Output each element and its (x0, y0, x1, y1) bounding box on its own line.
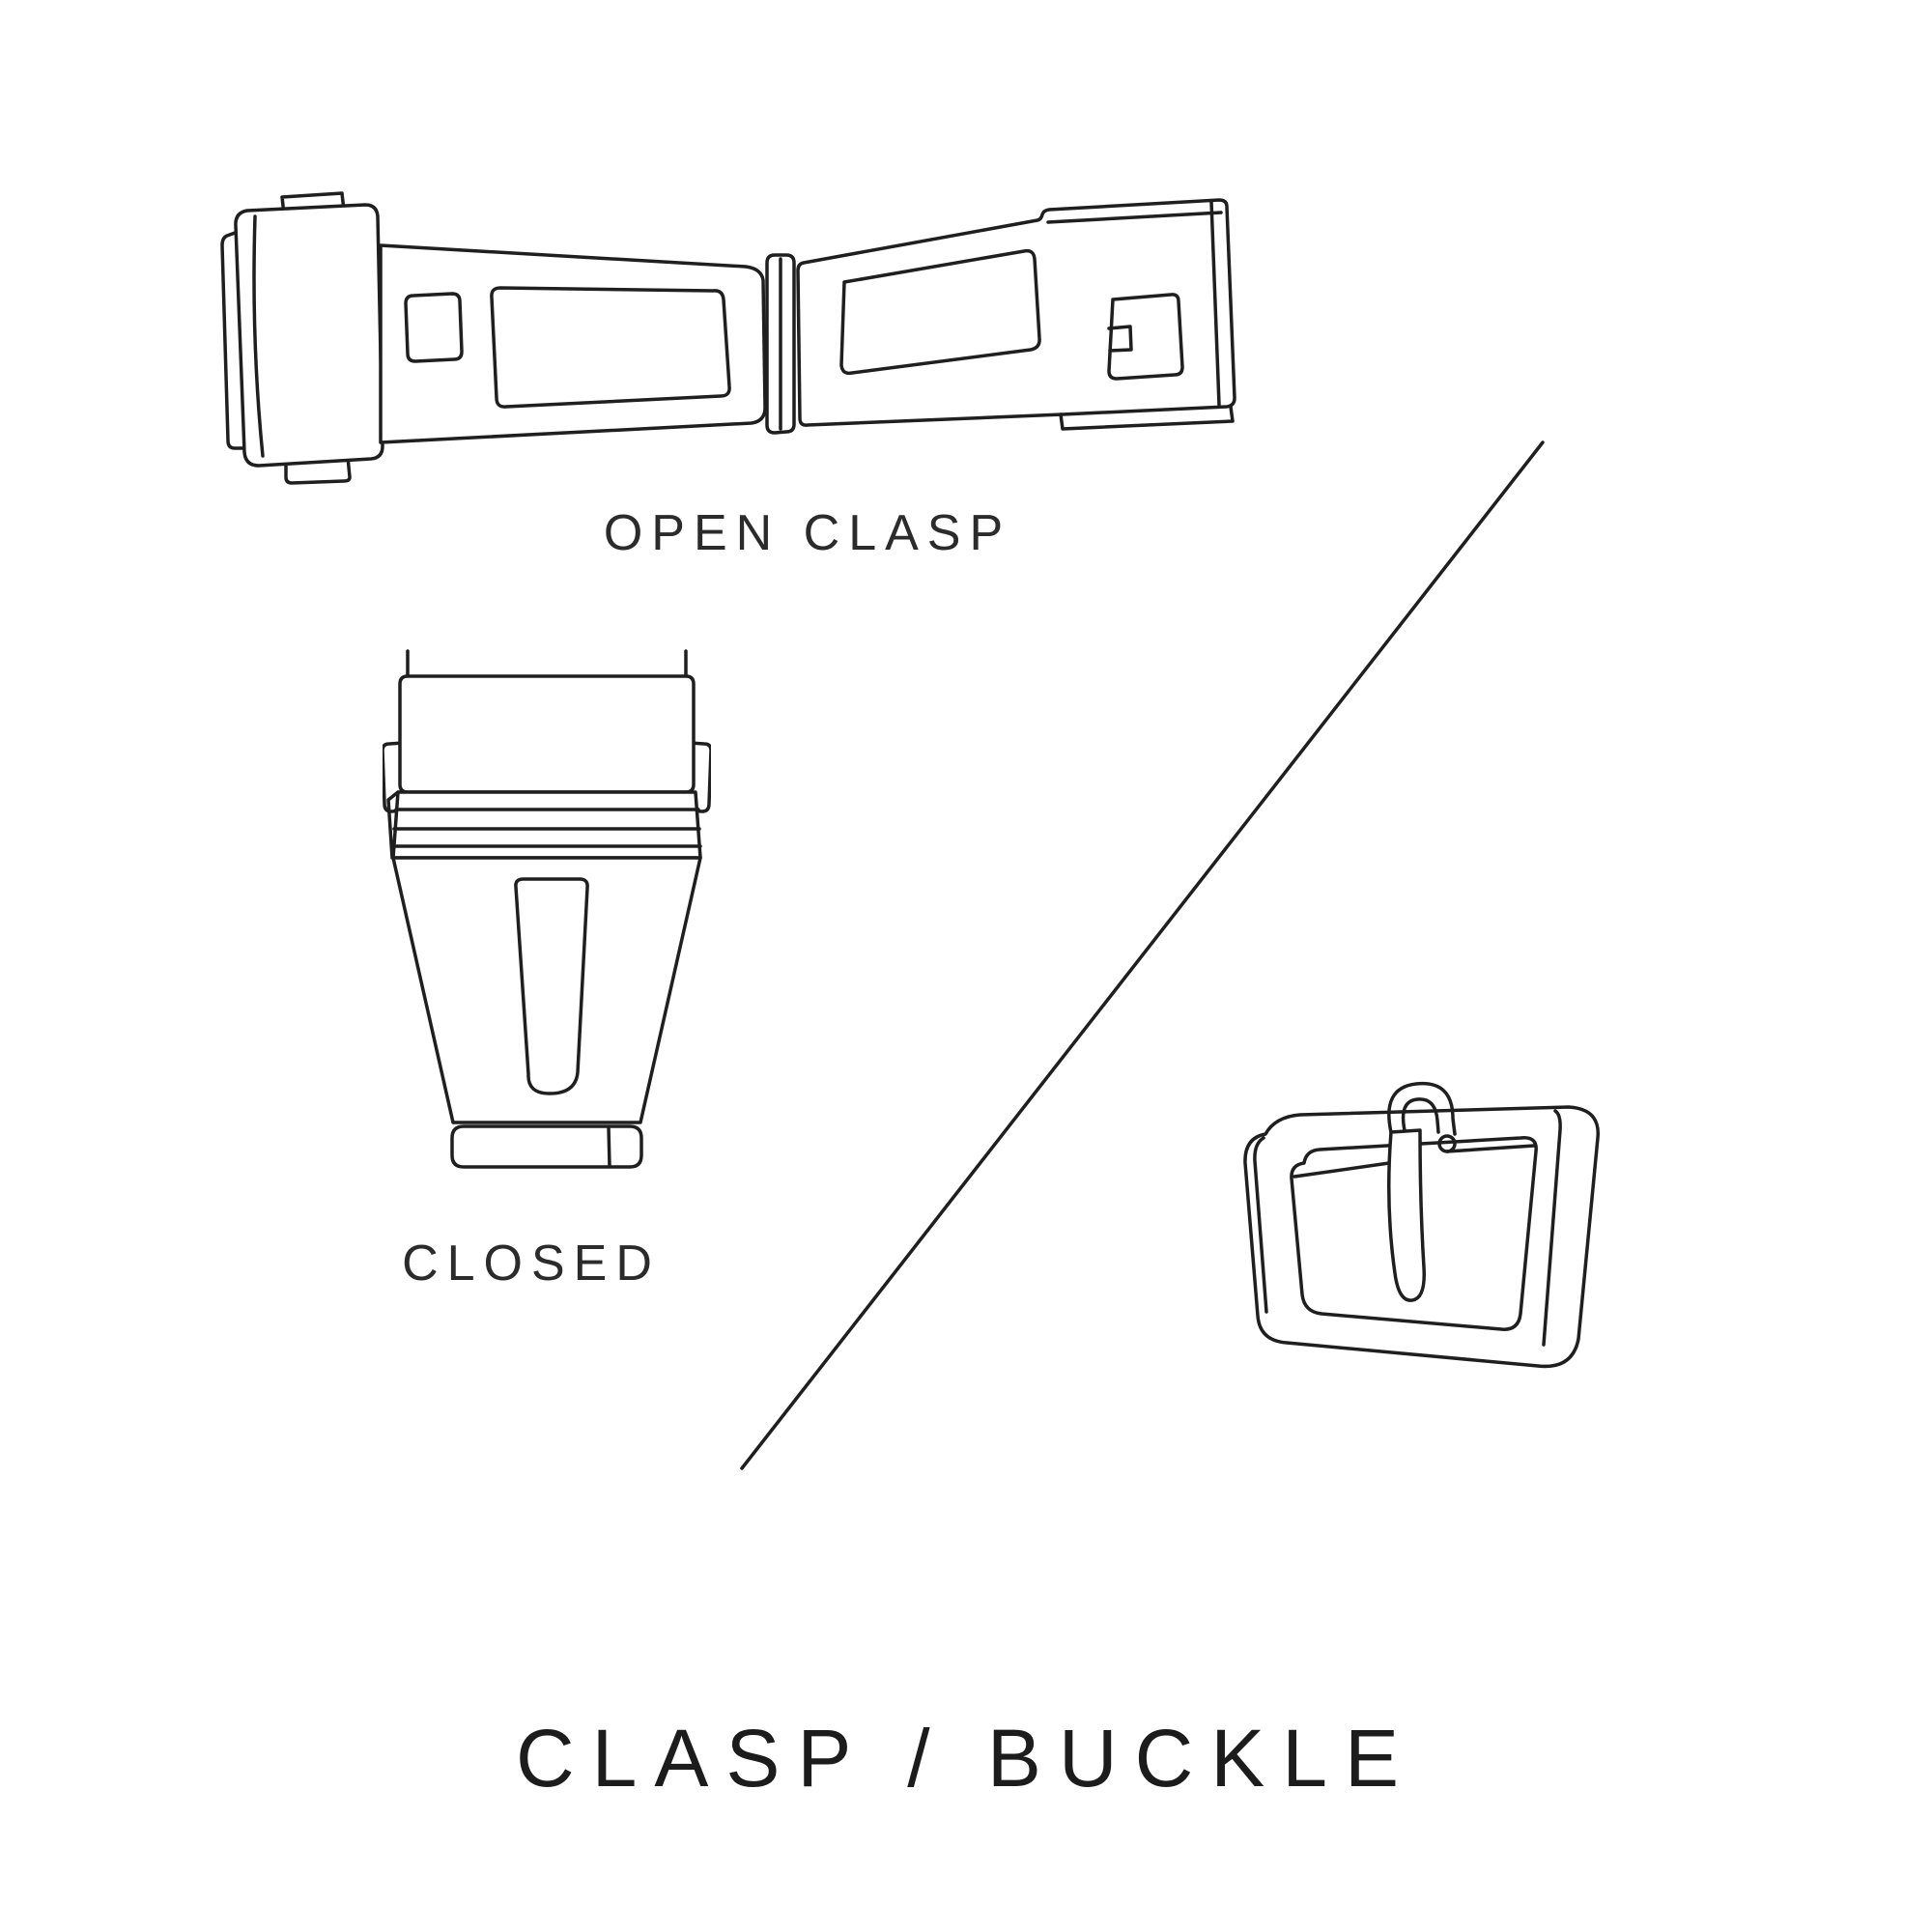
open-clasp-label: OPEN CLASP (603, 505, 1012, 561)
buckle-illustration (1243, 1081, 1600, 1369)
left-cap (220, 191, 384, 485)
diagram-title: CLASP / BUCKLE (515, 1713, 1417, 1804)
buckle-pin-bar (1293, 1144, 1536, 1179)
right-arm (796, 198, 1236, 431)
buckle-tang (1387, 1081, 1457, 1302)
closed-clasp-body (383, 649, 711, 1169)
divider-stroke (740, 440, 1545, 1470)
closed-clasp-illustration (383, 649, 711, 1169)
open-clasp-illustration (220, 191, 1236, 485)
left-arm (379, 243, 767, 444)
pin-hinge-ring (1437, 1134, 1457, 1153)
center-hinge (765, 253, 796, 435)
closed-clasp-label: CLOSED (402, 1236, 661, 1292)
